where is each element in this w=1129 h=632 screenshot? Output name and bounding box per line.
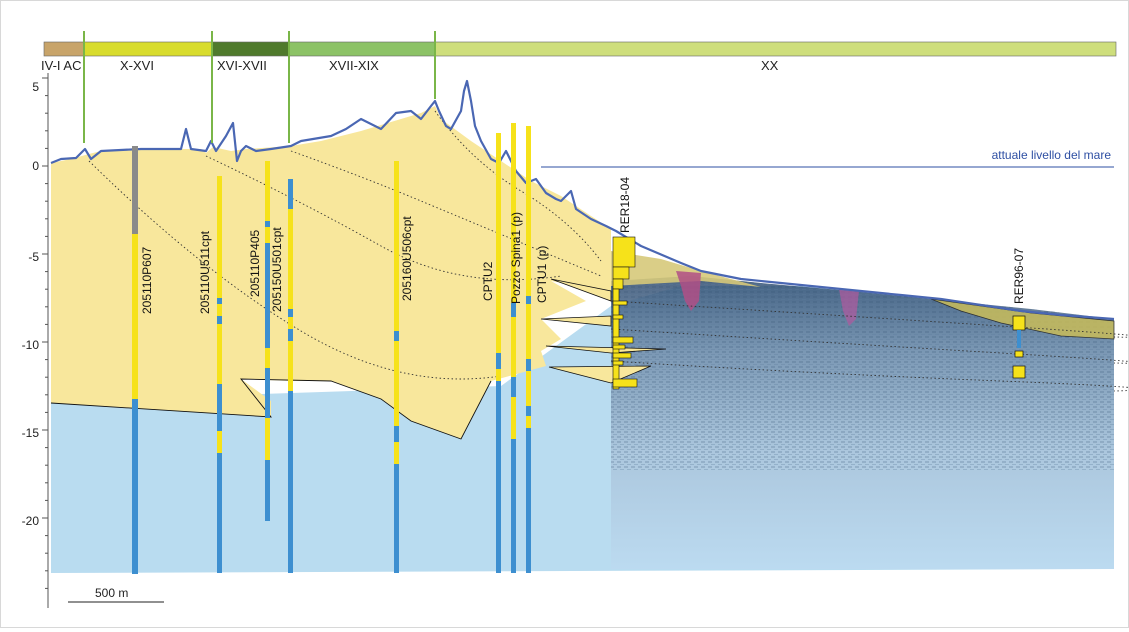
scale-bar: 500 m bbox=[68, 586, 164, 603]
period-label-x-xvi: X-XVI bbox=[120, 58, 154, 73]
well-label-205160U506cpt: 205160U506cpt bbox=[400, 216, 414, 301]
well-205110P405 bbox=[265, 161, 270, 521]
well-RER18-04 bbox=[612, 236, 638, 390]
depth-axis-ticks bbox=[42, 77, 48, 589]
period-segment-xx bbox=[434, 41, 1117, 57]
period-segment-xvi-xvii bbox=[211, 41, 290, 57]
channel-fill-2 bbox=[839, 289, 859, 326]
well-205110U511cpt bbox=[217, 176, 222, 573]
well-Pozzo-Spina1 bbox=[511, 123, 516, 573]
period-label-xvii-xix: XVII-XIX bbox=[329, 58, 379, 73]
well-label-205110P607: 205110P607 bbox=[140, 246, 154, 314]
offshore-sand-wedge bbox=[611, 251, 761, 287]
well-label-205110P405: 205110P405 bbox=[248, 229, 262, 297]
well-205110P607 bbox=[132, 146, 138, 574]
well-label-CPTU2: CPTU2 bbox=[481, 261, 495, 301]
scale-bar-label: 500 m bbox=[95, 586, 128, 600]
depth-axis: 5 0 -5 -10 -15 -20 bbox=[22, 73, 49, 608]
period-segment-xvii-xix bbox=[288, 41, 436, 57]
well-label-205150U501cpt: 205150U501cpt bbox=[270, 227, 284, 312]
channel-fill-1 bbox=[676, 271, 701, 311]
well-CPTU2 bbox=[496, 133, 501, 573]
period-boundary-markers bbox=[83, 31, 436, 143]
well-205160U506cpt bbox=[394, 161, 399, 573]
tick-label-minus-10: -10 bbox=[22, 338, 40, 352]
well-label-RER18-04: RER18-04 bbox=[618, 177, 632, 233]
period-label-iv-i-ac: IV-I AC bbox=[41, 58, 81, 73]
wedges bbox=[540, 278, 667, 384]
well-label-Pozzo-Spina1: Pozzo Spina1 (p) bbox=[509, 212, 523, 304]
well-labels: 205110P607 205110U511cpt 205110P405 2051… bbox=[140, 177, 1026, 314]
tick-label-0: 0 bbox=[32, 159, 39, 173]
tick-label-minus-5: -5 bbox=[28, 250, 39, 264]
well-CPTU1 bbox=[526, 126, 531, 573]
period-label-xvi-xvii: XVI-XVII bbox=[217, 58, 267, 73]
period-bar: IV-I AC X-XVI XVI-XVII XVII-XIX XX bbox=[41, 41, 1117, 73]
tick-label-minus-15: -15 bbox=[22, 426, 40, 440]
period-segment-x-xvi bbox=[83, 41, 213, 57]
well-label-CPTU1: CPTU1 (p) bbox=[535, 246, 549, 303]
period-segment-iv-i-ac bbox=[43, 41, 85, 57]
sea-level-label: attuale livello del mare bbox=[992, 148, 1112, 162]
well-label-205110U511cpt: 205110U511cpt bbox=[198, 230, 212, 314]
well-RER96-07 bbox=[1012, 315, 1026, 379]
well-205150U501cpt bbox=[288, 179, 293, 573]
period-label-xx: XX bbox=[761, 58, 779, 73]
tick-label-5: 5 bbox=[32, 80, 39, 94]
well-label-RER96-07: RER96-07 bbox=[1012, 248, 1026, 304]
tick-label-minus-20: -20 bbox=[22, 514, 40, 528]
sand-unit-body bbox=[51, 106, 611, 439]
seismic-noise bbox=[611, 276, 1114, 471]
